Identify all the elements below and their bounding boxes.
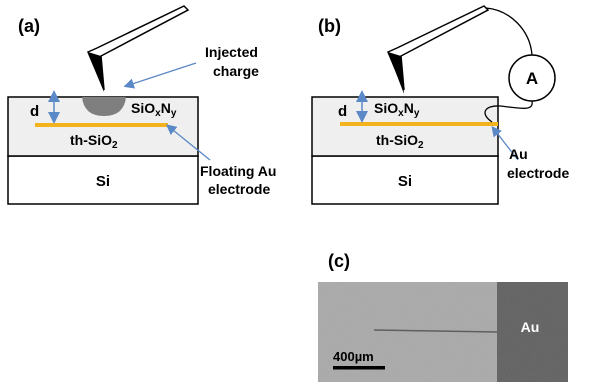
panel-b-wire-top: [485, 7, 533, 56]
panel-a-injected-charge: [82, 97, 126, 116]
panel-a: (a) Si d SiOxNy th-SiO2 Injected charge …: [7, 5, 276, 205]
panel-b-afm-cantilever: [387, 5, 490, 91]
panel-b-electrode-callout-line1: Au: [509, 146, 528, 162]
panel-a-d-label: d: [30, 103, 39, 120]
panel-a-au-electrode: [35, 123, 168, 127]
panel-b-tag: (b): [318, 16, 341, 36]
panel-b-au-electrode: [340, 122, 498, 126]
panel-c-au-label: Au: [521, 319, 540, 335]
panel-a-afm-tip: [88, 52, 104, 92]
panel-a-tag: (a): [18, 16, 40, 36]
panel-c-scale-bar: [333, 366, 385, 370]
panel-b-d-label: d: [338, 103, 347, 120]
panel-a-afm-cantilever: [87, 5, 190, 91]
panel-b-ammeter: [508, 54, 556, 102]
panel-a-si-substrate: [7, 155, 199, 205]
panel-b-film-label: SiOxNy: [374, 100, 420, 119]
panel-c: (c) Au 400µm: [318, 251, 568, 382]
panel-b-afm-tip: [388, 52, 404, 94]
panel-c-charge-line: [373, 329, 498, 333]
panel-a-electrode-callout-line1: Floating Au: [200, 163, 276, 179]
panel-a-charge-callout-arrow: [123, 62, 197, 89]
panel-b: (b) Si d SiOxNy th-SiO2 A Au electrode: [311, 5, 569, 205]
panel-a-electrode-callout-line2: electrode: [208, 181, 270, 197]
panel-b-thermal-oxide-label: th-SiO2: [376, 132, 424, 151]
panel-c-tag: (c): [328, 251, 350, 271]
panel-b-si-substrate: [311, 155, 499, 205]
panel-a-thermal-oxide-label: th-SiO2: [70, 132, 118, 151]
panel-c-grain-texture: [318, 282, 568, 382]
panel-b-wire-bottom: [484, 100, 533, 123]
panel-a-electrode-callout-arrow: [165, 124, 211, 161]
panel-c-scale-label: 400µm: [333, 349, 374, 364]
panel-b-electrode-callout-arrow: [491, 125, 519, 161]
panel-b-oxide-stack: [311, 96, 499, 157]
panel-a-si-label: Si: [96, 173, 110, 190]
panel-a-charge-callout-line2: charge: [213, 63, 259, 79]
panel-b-ammeter-label: A: [526, 69, 538, 88]
panel-a-charge-callout-line1: Injected: [205, 44, 258, 60]
panel-b-electrode-callout-line2: electrode: [507, 165, 569, 181]
panel-a-film-label: SiOxNy: [131, 100, 177, 119]
panel-b-si-label: Si: [398, 173, 412, 190]
